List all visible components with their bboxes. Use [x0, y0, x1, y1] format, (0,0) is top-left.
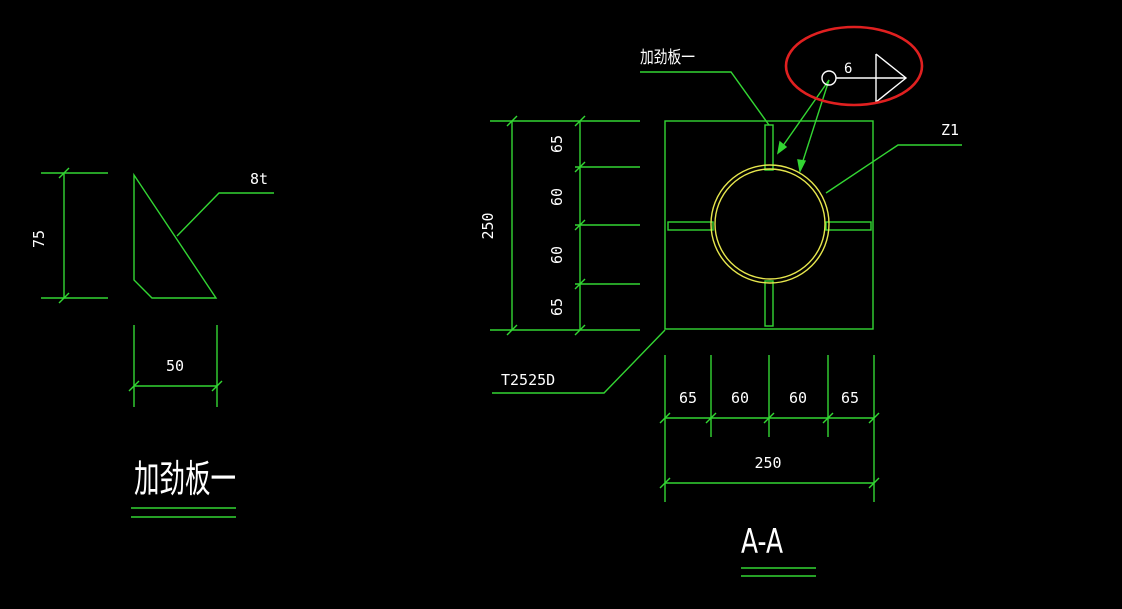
section-vertical-dimensions [490, 115, 640, 336]
base-plate [664, 120, 874, 330]
stiffener-label-leader [640, 71, 770, 126]
weld-symbol [821, 53, 908, 104]
stiffener-thickness-label: 8t [250, 170, 268, 188]
horizontal-dim-4-label: 65 [841, 389, 859, 407]
stiffener-detail [41, 167, 274, 518]
plate-label-leader [492, 329, 666, 394]
section-aa [490, 71, 962, 577]
column-pipe [710, 164, 830, 284]
weld-leader-1 [779, 79, 830, 151]
stiffener-label: 加劲板一 [640, 48, 695, 68]
column-label-leader [825, 144, 962, 194]
vertical-dim-1-label: 65 [548, 135, 566, 153]
horizontal-dim-1-label: 65 [679, 389, 697, 407]
weld-size-label: 6 [844, 61, 852, 77]
weld-all-around-circle [821, 70, 837, 86]
weld-arrow-2 [797, 159, 807, 174]
stiffener-detail-text: 75 50 8t 加劲板一 [30, 170, 268, 501]
weld-highlight-ellipse [784, 25, 924, 107]
plate-label: T2525D [501, 371, 555, 389]
stiffener-height-label: 75 [30, 230, 48, 248]
weld-arrow-1 [776, 140, 788, 155]
stiffener-detail-title: 加劲板一 [134, 457, 236, 501]
weld-leader-2 [800, 79, 830, 168]
pipe-outer-wall [710, 164, 830, 284]
section-aa-text: 加劲板一 6 Z1 T2525D 250 65 60 60 65 65 60 6… [479, 48, 959, 562]
pipe-inner-wall [714, 168, 826, 280]
stiffener-height-dimension [41, 167, 108, 304]
weld-tail-symbol [875, 53, 908, 104]
vertical-total-label: 250 [479, 212, 497, 239]
section-title: A-A [741, 522, 783, 562]
stiffener-width-dimension [128, 325, 223, 407]
horizontal-dim-2-label: 60 [731, 389, 749, 407]
stiffener-width-label: 50 [166, 357, 184, 375]
stiffener-rib-left [667, 221, 714, 231]
vertical-dim-4-label: 65 [548, 298, 566, 316]
horizontal-total-label: 250 [754, 454, 781, 472]
stiffener-rib-bottom [764, 280, 774, 327]
vertical-dim-3-label: 60 [548, 246, 566, 264]
vertical-dim-2-label: 60 [548, 188, 566, 206]
column-label: Z1 [941, 121, 959, 139]
section-horizontal-dimensions [659, 355, 880, 502]
stiffener-plate-outline [133, 172, 218, 299]
stiffener-rib-top [764, 124, 774, 171]
horizontal-dim-3-label: 60 [789, 389, 807, 407]
thickness-leader-line [176, 192, 274, 237]
stiffener-rib-right [825, 221, 872, 231]
